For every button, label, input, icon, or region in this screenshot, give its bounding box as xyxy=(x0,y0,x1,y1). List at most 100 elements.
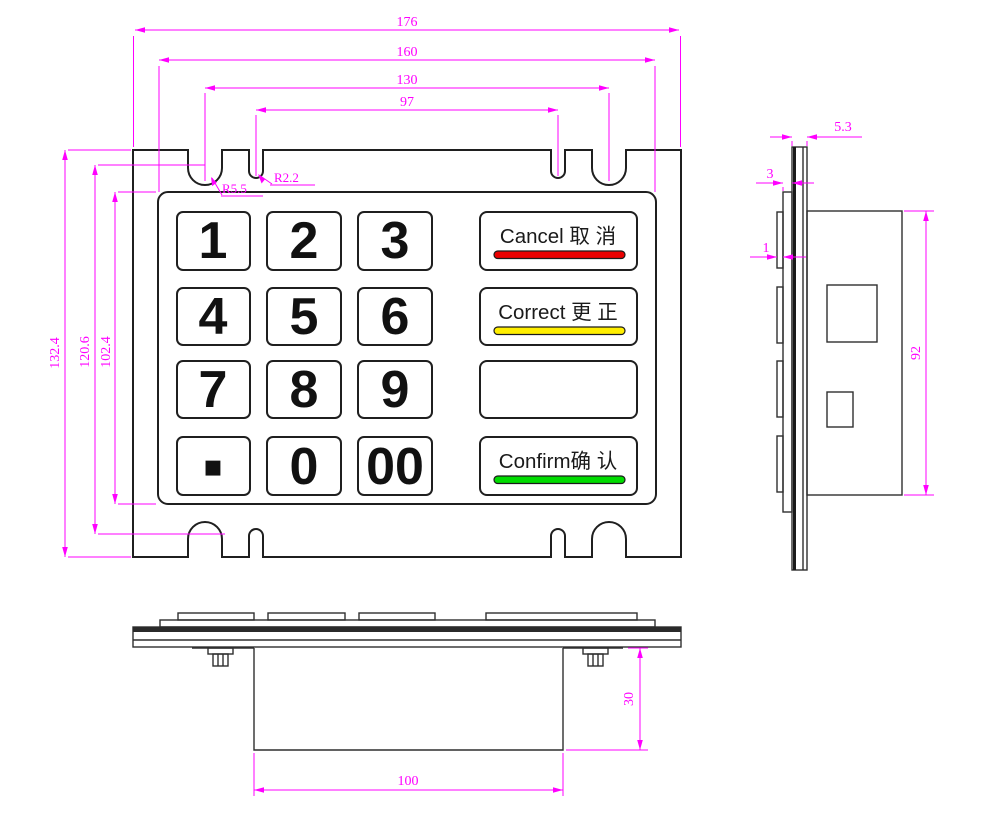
dim-key-protrusion-1: 1 xyxy=(750,241,806,260)
key-5: 5 xyxy=(266,287,342,346)
key-3: 3 xyxy=(357,211,433,271)
callout-radius-R5_5: R5.5 xyxy=(211,177,263,197)
bottom-right-stud xyxy=(582,647,609,667)
key-9-cap xyxy=(357,360,433,419)
key-5-label: 5 xyxy=(290,288,319,346)
key-2-label: 2 xyxy=(290,212,319,270)
key-1-cap xyxy=(176,211,251,271)
side-key-row-3 xyxy=(776,360,784,418)
dim-label-160: 160 xyxy=(397,45,418,60)
key-7: 7 xyxy=(176,360,251,419)
dim-label-130: 130 xyxy=(397,73,418,88)
dim-label-176: 176 xyxy=(397,15,418,30)
dim-body-height-92: 92 xyxy=(904,210,934,496)
key-dot-label: ▪ xyxy=(203,449,223,484)
dim-depth-5_3: 5.3 xyxy=(770,120,862,146)
cancel-red-bar xyxy=(493,250,626,260)
key-4: 4 xyxy=(176,287,251,346)
key-cancel: Cancel 取 消 xyxy=(479,211,638,271)
side-key-row-1 xyxy=(776,211,784,269)
confirm-green-bar xyxy=(493,475,626,485)
key-0-label: 0 xyxy=(290,438,319,496)
key-blank xyxy=(479,360,638,419)
bottom-keyrow-strip-3 xyxy=(358,612,436,621)
key-3-cap xyxy=(357,211,433,271)
bottom-bezel-plate xyxy=(159,619,656,628)
dim-label-102_4: 102.4 xyxy=(99,336,114,368)
dim-bezel-thickness-3: 3 xyxy=(756,167,814,191)
key-6-label: 6 xyxy=(381,288,410,346)
side-body-cutout-small xyxy=(826,391,854,428)
dim-width-overall-176: 176 xyxy=(133,15,681,147)
dim-label-120_6: 120.6 xyxy=(78,336,93,368)
dim-body-depth-30: 30 xyxy=(566,647,648,751)
dim-height-mid-120_6: 120.6 xyxy=(78,164,225,535)
side-key-row-4 xyxy=(776,435,784,493)
key-2-cap xyxy=(266,211,342,271)
bottom-keyrow-strip-1 xyxy=(177,612,255,621)
dim-label-3: 3 xyxy=(767,167,774,182)
dim-label-R2_2: R2.2 xyxy=(274,170,299,185)
dim-height-overall-132_4: 132.4 xyxy=(48,149,131,558)
key-1: 1 xyxy=(176,211,251,271)
dim-label-132_4: 132.4 xyxy=(48,337,63,369)
callout-radius-R2_2: R2.2 xyxy=(258,170,315,186)
dim-height-bezel-102_4: 102.4 xyxy=(99,191,156,505)
key-9-label: 9 xyxy=(381,361,410,419)
key-6: 6 xyxy=(357,287,433,346)
key-blank-cap xyxy=(479,360,638,419)
dim-label-R5_5: R5.5 xyxy=(222,181,247,196)
key-confirm-label: Confirm确 认 xyxy=(499,450,617,473)
side-body-cutout-large xyxy=(826,284,878,343)
key-correct-label: Correct 更 正 xyxy=(498,301,618,324)
key-8-label: 8 xyxy=(290,361,319,419)
key-3-label: 3 xyxy=(381,212,410,270)
key-0-cap xyxy=(266,436,342,496)
key-correct: Correct 更 正 xyxy=(479,287,638,346)
dim-label-30: 30 xyxy=(622,692,637,706)
bottom-left-stud xyxy=(207,647,234,667)
front-view: 1 2 3 4 5 6 7 8 xyxy=(132,149,682,558)
key-00-cap xyxy=(357,436,433,496)
dim-body-width-100: 100 xyxy=(253,753,564,796)
key-5-cap xyxy=(266,287,342,346)
side-view xyxy=(776,146,903,571)
bottom-view xyxy=(132,612,682,751)
key-7-cap xyxy=(176,360,251,419)
key-9: 9 xyxy=(357,360,433,419)
dim-notch-span-97: 97 xyxy=(255,95,559,176)
side-bezel-plate xyxy=(782,191,793,513)
key-dot: ▪ xyxy=(176,436,251,496)
bottom-faceplate-section-band xyxy=(133,627,681,632)
keypad-bezel xyxy=(157,191,657,505)
dim-label-92: 92 xyxy=(909,346,924,360)
bottom-keyrow-strip-2 xyxy=(267,612,346,621)
key-dot-cap xyxy=(176,436,251,496)
key-0: 0 xyxy=(266,436,342,496)
side-key-row-2 xyxy=(776,286,784,344)
dim-notch-span-130: 130 xyxy=(204,73,610,181)
key-00: 00 xyxy=(357,436,433,496)
dim-label-100: 100 xyxy=(398,774,419,789)
dim-label-97: 97 xyxy=(400,95,414,110)
side-rear-body xyxy=(806,210,903,496)
dim-label-5_3: 5.3 xyxy=(834,120,852,135)
key-1-label: 1 xyxy=(199,212,228,270)
bottom-rear-body xyxy=(253,648,564,751)
bottom-keyrow-strip-4 xyxy=(485,612,638,621)
key-4-cap xyxy=(176,287,251,346)
key-4-label: 4 xyxy=(199,288,228,346)
key-confirm: Confirm确 认 xyxy=(479,436,638,496)
correct-yellow-bar xyxy=(493,326,626,336)
key-7-label: 7 xyxy=(199,361,228,419)
key-8: 8 xyxy=(266,360,342,419)
key-6-cap xyxy=(357,287,433,346)
key-cancel-label: Cancel 取 消 xyxy=(500,225,616,248)
key-00-label: 00 xyxy=(366,438,424,496)
faceplate-outline xyxy=(132,149,682,558)
dim-label-1: 1 xyxy=(763,241,770,256)
key-8-cap xyxy=(266,360,342,419)
key-2: 2 xyxy=(266,211,342,271)
